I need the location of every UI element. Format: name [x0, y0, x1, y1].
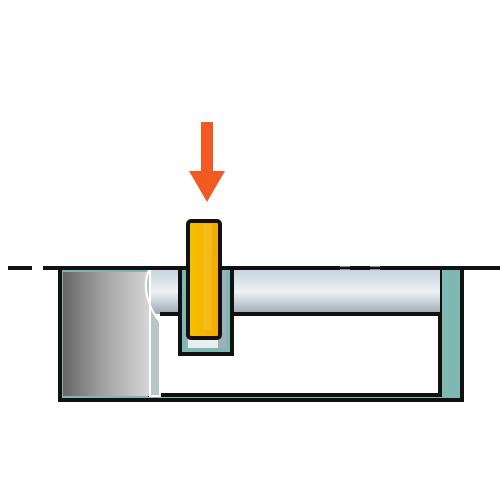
- chuck-curve: [144, 267, 161, 397]
- workpiece-section: [58, 266, 464, 402]
- grooving-tool: [186, 219, 222, 340]
- feed-arrow: [189, 122, 225, 202]
- chuck-block: [63, 272, 151, 396]
